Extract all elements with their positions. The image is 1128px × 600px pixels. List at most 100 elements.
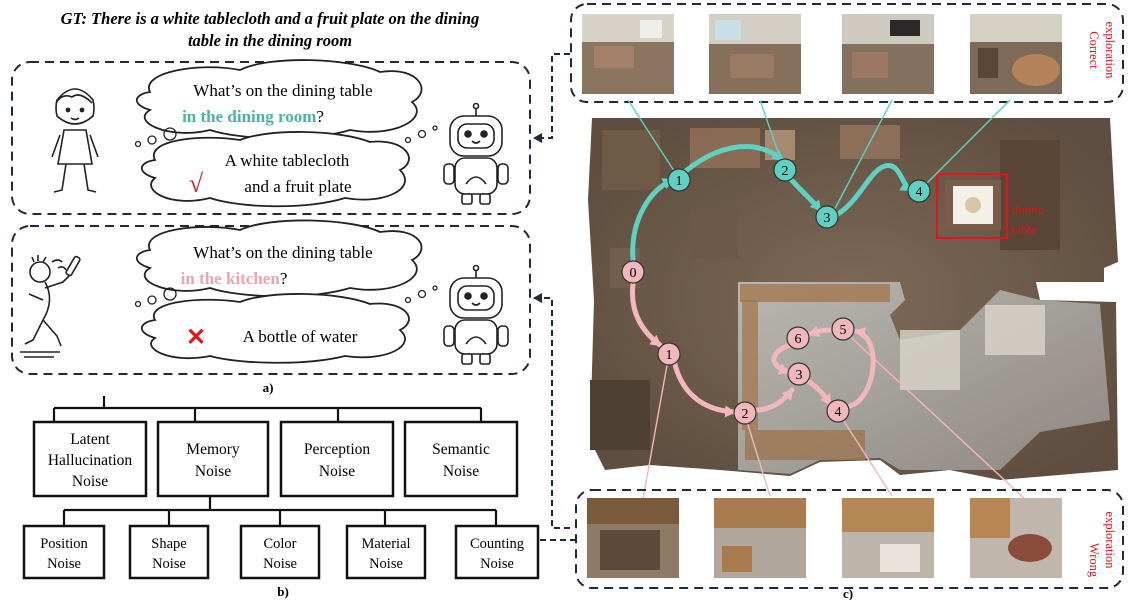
panel-a-bottom: What’s on the dining table in the kitche… <box>11 219 531 375</box>
robot-icon <box>443 102 509 205</box>
svg-text:3: 3 <box>824 211 831 226</box>
thumbnail-wrong-4 <box>970 498 1062 578</box>
noise-box-color: Color Noise <box>239 524 321 580</box>
svg-text:4: 4 <box>835 405 842 420</box>
noise-box-material-line2: Noise <box>369 556 403 572</box>
noise-box-shape-line1: Shape <box>151 536 186 552</box>
svg-text:6: 6 <box>795 332 802 347</box>
answer-cloud-wrong: A bottle of water ✕ <box>140 293 410 364</box>
svg-text:5: 5 <box>840 323 847 338</box>
panel-a-top: What’s on the dining table in the dining… <box>11 59 531 215</box>
question-correct-line1: What’s on the dining table <box>193 81 372 100</box>
noise-box-memory: Memory Noise <box>156 420 270 498</box>
check-icon: √ <box>189 169 204 198</box>
svg-text:1: 1 <box>666 348 673 363</box>
thumbnail-correct-4 <box>970 14 1062 94</box>
svg-text:1: 1 <box>676 174 683 189</box>
thumbnail-wrong-2 <box>714 498 806 578</box>
answer-correct-line1: A white tablecloth <box>225 151 350 170</box>
noise-box-semantic: Semantic Noise <box>403 420 519 498</box>
question-wrong-location: in the kitchen <box>181 269 281 288</box>
wrong-node-2: 2 <box>733 401 757 425</box>
noise-box-shape: Shape Noise <box>128 524 210 580</box>
wrong-node-6: 6 <box>786 326 810 350</box>
svg-text:2: 2 <box>742 407 749 422</box>
question-cloud-wrong: What’s on the dining table in the kitche… <box>135 219 423 298</box>
noise-box-semantic-line2: Noise <box>443 463 479 480</box>
noise-box-perception-line1: Perception <box>304 441 371 458</box>
noise-box-latent-line3: Noise <box>72 473 108 490</box>
question-cloud-correct: What’s on the dining table in the dining… <box>135 59 423 140</box>
thumbnail-correct-1 <box>582 14 674 94</box>
correct-exploration-strip: Correct exploration <box>570 3 1124 103</box>
question-correct-end: ? <box>316 107 324 126</box>
gt-title-line1: GT: There is a white tablecloth and a fr… <box>61 9 480 28</box>
connector-arrows <box>533 53 576 541</box>
noise-box-memory-line2: Noise <box>195 463 231 480</box>
wrong-exploration-strip: Wrong exploration <box>575 489 1124 589</box>
noise-box-material-line1: Material <box>361 536 410 552</box>
answer-cloud-correct: A white tablecloth and a fruit plate √ <box>140 131 410 208</box>
svg-text:in the dining room?: in the dining room? <box>182 107 324 126</box>
robot-icon <box>443 264 509 365</box>
noise-box-color-line1: Color <box>263 536 296 552</box>
noise-box-perception-line2: Noise <box>319 463 355 480</box>
thumbnail-wrong-3 <box>842 498 934 578</box>
thumbnail-correct-2 <box>709 14 801 94</box>
svg-text:4: 4 <box>916 185 923 200</box>
svg-text:in the kitchen?: in the kitchen? <box>181 269 288 288</box>
question-wrong-end: ? <box>280 269 288 288</box>
wrong-exploration-label-2: exploration <box>1103 512 1117 570</box>
panel-b-label: b) <box>277 584 289 599</box>
dining-table-label-1: dining <box>1012 203 1045 217</box>
wrong-node-3: 3 <box>787 362 811 386</box>
panel-b-tree <box>52 396 498 526</box>
noise-box-shape-line2: Noise <box>152 556 186 572</box>
dining-table-highlight <box>936 173 1008 239</box>
svg-text:0: 0 <box>630 266 637 281</box>
noise-box-semantic-line1: Semantic <box>432 441 490 458</box>
noise-box-perception: Perception Noise <box>279 420 395 498</box>
dining-table-label-2: table <box>1012 223 1037 237</box>
noise-box-latent-line1: Latent <box>70 431 110 448</box>
noise-box-counting-line1: Counting <box>470 536 524 552</box>
noise-box-counting-line2: Noise <box>480 556 514 572</box>
path-nodes: 0 1 2 3 4 1 2 3 <box>621 158 931 425</box>
wrong-node-1: 1 <box>657 342 681 366</box>
question-wrong-line1: What’s on the dining table <box>193 243 372 262</box>
answer-correct-line2: and a fruit plate <box>244 177 351 196</box>
gt-title-line2: table in the dining room <box>188 31 352 50</box>
correct-node-1: 1 <box>667 168 691 192</box>
drunk-man-icon <box>20 255 81 358</box>
panel-a-label: a) <box>263 380 274 395</box>
wrong-exploration-label-1: Wrong <box>1087 543 1101 578</box>
svg-text:2: 2 <box>782 164 789 179</box>
noise-box-position-line1: Position <box>40 536 88 552</box>
house-map: dining table <box>588 118 1118 480</box>
start-node: 0 <box>621 260 645 284</box>
panel-c-label: c) <box>843 586 853 600</box>
noise-box-memory-line1: Memory <box>186 441 240 458</box>
svg-text:3: 3 <box>796 368 803 383</box>
correct-node-3: 3 <box>815 205 839 229</box>
cross-icon: ✕ <box>186 325 206 351</box>
wrong-node-4: 4 <box>826 399 850 423</box>
noise-box-position-line2: Noise <box>47 556 81 572</box>
correct-exploration-label-1: Correct <box>1087 31 1101 69</box>
thumbnail-correct-3 <box>842 14 934 94</box>
wrong-path <box>629 281 876 418</box>
wrong-node-5: 5 <box>831 317 855 341</box>
answer-wrong: A bottle of water <box>243 327 358 346</box>
noise-box-color-line2: Noise <box>263 556 297 572</box>
noise-box-latent: Latent Hallucination Noise <box>32 420 148 498</box>
noise-box-counting: Counting Noise <box>454 524 540 580</box>
correct-node-2: 2 <box>773 158 797 182</box>
correct-node-4: 4 <box>907 179 931 203</box>
noise-box-position: Position Noise <box>22 524 106 580</box>
noise-box-material: Material Noise <box>345 524 427 580</box>
thumbnail-wrong-1 <box>587 498 679 578</box>
question-correct-location: in the dining room <box>182 107 316 126</box>
noise-box-latent-line2: Hallucination <box>48 452 133 469</box>
correct-exploration-label-2: exploration <box>1103 22 1117 80</box>
